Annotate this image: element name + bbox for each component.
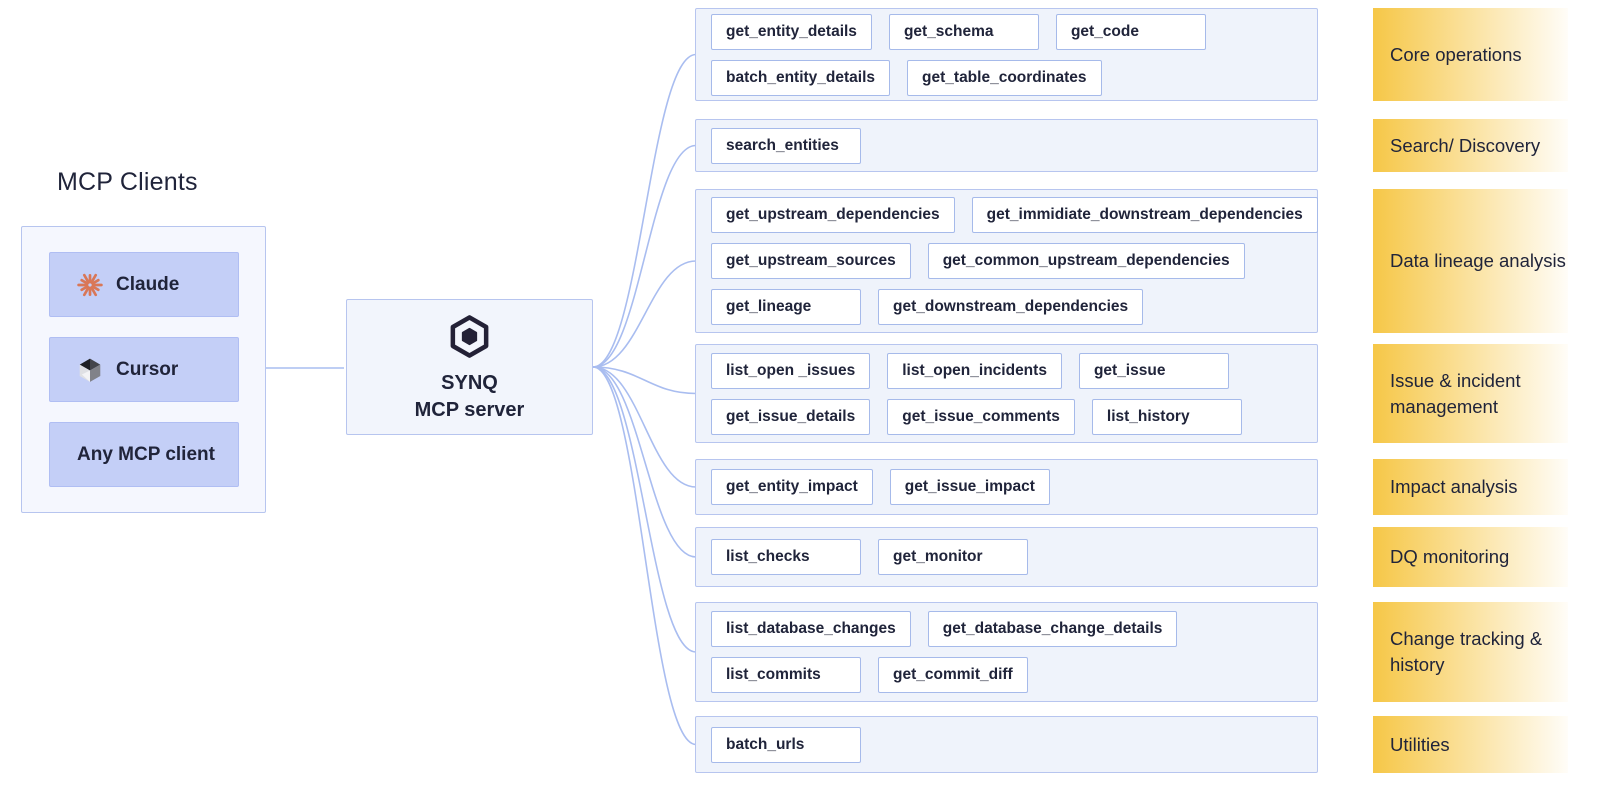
category-label-search-discovery: Search/ Discovery bbox=[1373, 119, 1568, 172]
tool-row: list_checks get_monitor bbox=[711, 539, 1317, 575]
tool-row: get_entity_details get_schema get_code bbox=[711, 13, 1317, 50]
tool-row: get_upstream_sources get_common_upstream_… bbox=[711, 243, 1317, 279]
client-item-any-mcp-client: Any MCP client bbox=[49, 422, 239, 487]
client-item-label: Any MCP client bbox=[77, 443, 215, 465]
tool-row: get_issue_details get_issue_comments list_… bbox=[711, 398, 1317, 435]
tool-box-search-entities: search_entities bbox=[711, 127, 861, 164]
tool-row: list_commits get_commit_diff bbox=[711, 657, 1317, 693]
tool-box-batch-entity-details: batch_entity_details bbox=[711, 59, 891, 96]
tool-box-get-issue: get_issue bbox=[1078, 352, 1229, 389]
tool-row: search_entities bbox=[711, 127, 1317, 164]
client-item-label: Cursor bbox=[116, 358, 179, 380]
client-item-cursor: Cursor bbox=[49, 337, 239, 402]
synq-hexagon-icon bbox=[446, 313, 493, 365]
category-label-utilities: Utilities bbox=[1373, 716, 1568, 773]
category-label-dq-monitoring: DQ monitoring bbox=[1373, 527, 1568, 587]
tool-box-get-issue-comments: get_issue_comments bbox=[887, 398, 1075, 435]
tool-box-list-open-issues: list_open _issues bbox=[711, 352, 871, 389]
mcp-clients-title: MCP Clients bbox=[57, 168, 198, 196]
client-item-label: Claude bbox=[116, 273, 180, 295]
tool-box-get-database-change-details: get_database_change_details bbox=[927, 611, 1178, 647]
category-label-impact-analysis: Impact analysis bbox=[1373, 459, 1568, 515]
tool-box-batch-urls: batch_urls bbox=[711, 726, 861, 763]
tool-box-get-entity-impact: get_entity_impact bbox=[711, 469, 873, 505]
client-item-claude: Claude bbox=[49, 252, 239, 317]
tool-row: get_entity_impact get_issue_impact bbox=[711, 469, 1317, 505]
server-name-line1: SYNQ bbox=[441, 371, 498, 394]
tool-box-get-upstream-dependencies: get_upstream_dependencies bbox=[711, 197, 955, 233]
tool-box-list-commits: list_commits bbox=[711, 657, 861, 693]
tool-box-get-immidiate-downstream-dependencies: get_immidiate_downstream_dependencies bbox=[971, 197, 1318, 233]
tool-box-get-table-coordinates: get_table_coordinates bbox=[907, 59, 1102, 96]
tool-group-utilities: batch_urls bbox=[695, 716, 1318, 773]
synq-mcp-server-node: SYNQ MCP server bbox=[346, 299, 593, 435]
claude-icon bbox=[77, 272, 103, 298]
category-label-core-operations: Core operations bbox=[1373, 8, 1568, 101]
tool-box-get-commit-diff: get_commit_diff bbox=[878, 657, 1028, 693]
tool-row: get_upstream_dependencies get_immidiate_d… bbox=[711, 197, 1318, 233]
tool-row: batch_entity_details get_table_coordinate… bbox=[711, 59, 1317, 96]
tool-group-impact-analysis: get_entity_impact get_issue_impact bbox=[695, 459, 1318, 515]
tool-group-search-discovery: search_entities bbox=[695, 119, 1318, 172]
tool-box-get-common-upstream-dependencies: get_common_upstream_dependencies bbox=[927, 243, 1245, 279]
category-label-data-lineage-analysis: Data lineage analysis bbox=[1373, 189, 1568, 333]
tool-row: get_lineage get_downstream_dependencies bbox=[711, 289, 1317, 325]
tool-box-list-checks: list_checks bbox=[711, 539, 861, 575]
tool-box-get-entity-details: get_entity_details bbox=[711, 13, 872, 50]
tool-box-get-schema: get_schema bbox=[888, 13, 1039, 50]
server-name: SYNQ MCP server bbox=[415, 370, 525, 424]
tool-row: list_open _issues list_open_incidents get_… bbox=[711, 352, 1317, 389]
tool-box-get-lineage: get_lineage bbox=[711, 289, 861, 325]
tool-group-dq-monitoring: list_checks get_monitor bbox=[695, 527, 1318, 587]
tool-row: list_database_changes get_database_change… bbox=[711, 611, 1317, 647]
tool-box-get-code: get_code bbox=[1055, 13, 1206, 50]
tool-box-get-issue-details: get_issue_details bbox=[711, 398, 871, 435]
category-label-issue-incident-management: Issue & incident management bbox=[1373, 344, 1568, 443]
tool-group-change-tracking-history: list_database_changes get_database_change… bbox=[695, 602, 1318, 702]
tool-group-issue-incident-management: list_open _issues list_open_incidents get_… bbox=[695, 344, 1318, 443]
tool-box-get-issue-impact: get_issue_impact bbox=[889, 469, 1050, 505]
tool-group-data-lineage-analysis: get_upstream_dependencies get_immidiate_d… bbox=[695, 189, 1318, 333]
tool-box-list-history: list_history bbox=[1091, 398, 1242, 435]
category-label-change-tracking-history: Change tracking & history bbox=[1373, 602, 1568, 702]
tool-box-list-database-changes: list_database_changes bbox=[711, 611, 911, 647]
tool-box-list-open-incidents: list_open_incidents bbox=[887, 352, 1062, 389]
cursor-icon bbox=[77, 357, 103, 383]
tool-row: batch_urls bbox=[711, 726, 1317, 763]
tool-box-get-upstream-sources: get_upstream_sources bbox=[711, 243, 911, 279]
tool-box-get-downstream-dependencies: get_downstream_dependencies bbox=[878, 289, 1144, 325]
server-name-line2: MCP server bbox=[414, 398, 525, 421]
tool-box-get-monitor: get_monitor bbox=[878, 539, 1028, 575]
